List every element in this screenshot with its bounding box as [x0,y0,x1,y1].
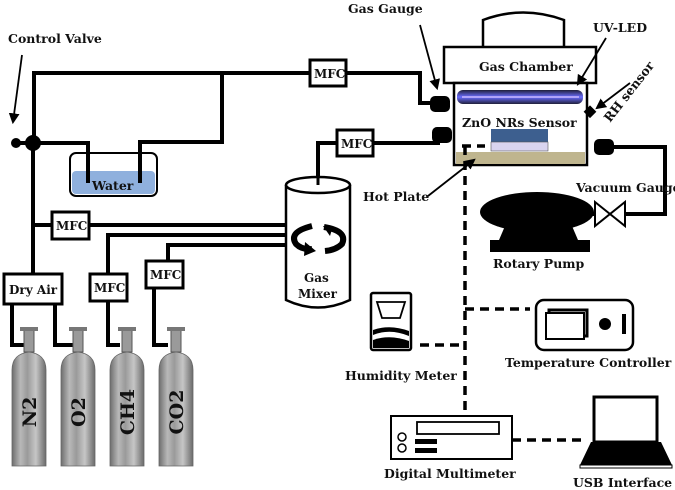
mfc-chamber-label: MFC [341,137,372,151]
usb-interface-laptop: USB Interface [573,395,673,490]
hot-plate-label: Hot Plate [363,189,429,204]
hot-plate-surface [456,152,585,164]
mfc-top: MFC [308,58,348,88]
mfc-dry-air-label: MFC [56,219,87,233]
dry-air-label: Dry Air [9,283,58,297]
gas-mixer-label-2: Mixer [298,287,338,301]
sensor-label: ZnO NRs Sensor [462,115,577,130]
cylinder-ch4-label: CH4 [117,389,139,435]
zno-sensor-substrate [490,141,549,152]
usb-interface-label: USB Interface [573,475,672,490]
control-valve-label: Control Valve [8,31,102,46]
humidity-meter: Humidity Meter [345,291,457,383]
rotary-pump-label: Rotary Pump [493,256,585,271]
gas-cylinders: N2 O2 CH4 CO2 [11,327,194,467]
cylinder-ch4: CH4 [109,327,145,467]
signal-lines [420,144,583,442]
humidity-meter-label: Humidity Meter [345,368,457,383]
mfc-ch4-label: MFC [94,281,125,295]
control-valve: Control Valve [8,31,102,151]
gas-mixer-label-1: Gas [304,271,329,285]
valve-icon [594,199,626,229]
rotary-pump: Rotary Pump [480,192,594,271]
mfc-top-label: MFC [314,67,345,81]
cylinder-o2-label: O2 [68,397,90,427]
mfc-co2-label: MFC [150,268,181,282]
mfc-co2: MFC [144,259,185,290]
mfc-ch4: MFC [88,272,129,303]
cylinder-n2-label: N2 [19,397,41,428]
water-label: Water [91,178,134,193]
gas-mixer: Gas Mixer [284,170,352,309]
digital-multimeter-label: Digital Multimeter [384,466,516,481]
temperature-controller: Temperature Controller [505,298,672,370]
gas-lines [10,71,667,347]
cylinder-o2: O2 [60,327,96,467]
mfc-dry-air: MFC [50,210,91,241]
zno-sensor-top [491,129,548,142]
water-bubbler: Water [69,142,158,197]
vacuum-gauge-label: Vacuum Gauge [575,180,675,195]
cylinder-co2-label: CO2 [166,390,188,435]
gas-chamber: Gas Chamber ZnO NRs Sensor [430,11,614,167]
vacuum-gauge: Vacuum Gauge [575,180,675,229]
gas-chamber-label: Gas Chamber [479,59,573,74]
dry-air-box: Dry Air [2,272,64,306]
uv-led-label: UV-LED [593,20,647,35]
gas-gauge-label: Gas Gauge [348,1,423,16]
digital-multimeter: Digital Multimeter [384,415,516,481]
cylinder-n2: N2 [11,327,47,467]
temperature-controller-label: Temperature Controller [505,355,672,370]
gas-gauge-fittings [430,96,614,155]
rh-sensor-label: RH sensor [601,58,658,125]
mfc-chamber: MFC [335,128,375,158]
cylinder-co2: CO2 [158,327,194,467]
